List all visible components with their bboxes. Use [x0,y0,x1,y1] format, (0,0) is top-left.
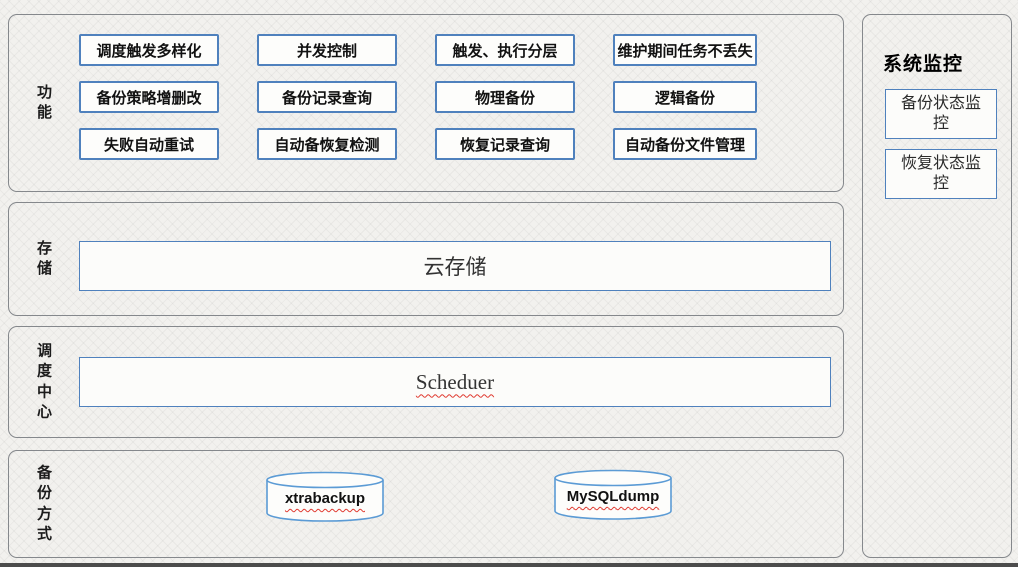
function-box: 并发控制 [257,34,397,66]
function-box: 自动备份文件管理 [613,128,757,160]
backup-status-monitor-box: 备份状态监控 [885,89,997,139]
monitoring-panel: 系统监控 备份状态监控 恢复状态监控 [862,14,1012,558]
database-cylinder-icon [554,469,672,520]
window-bottom-edge [0,563,1018,567]
function-box: 维护期间任务不丢失 [613,34,757,66]
cloud-storage-node: 云存储 [79,241,831,291]
restore-status-monitor-box: 恢复状态监控 [885,149,997,199]
xtrabackup-label: xtrabackup [284,490,366,507]
function-box: 触发、执行分层 [435,34,575,66]
mysqldump-cylinder: MySQLdump [552,469,674,521]
xtrabackup-cylinder: xtrabackup [264,471,386,523]
function-box: 逻辑备份 [613,81,757,113]
functions-section: 功能 调度触发多样化 并发控制 触发、执行分层 维护期间任务不丢失 备份策略增删… [8,14,844,192]
database-cylinder-icon [266,471,384,522]
storage-section: 存储 云存储 [8,202,844,316]
function-box: 备份策略增删改 [79,81,219,113]
scheduler-section-label: 调度中心 [36,342,52,421]
function-box: 恢复记录查询 [435,128,575,160]
function-box: 物理备份 [435,81,575,113]
function-box: 失败自动重试 [79,128,219,160]
function-box: 调度触发多样化 [79,34,219,66]
cloud-storage-label: 云存储 [423,255,487,279]
scheduler-node: Scheduer [79,357,831,407]
storage-section-label: 存储 [36,239,52,277]
monitoring-title: 系统监控 [883,54,964,75]
backup-methods-section-label: 备份方式 [36,464,52,543]
scheduler-section: 调度中心 Scheduer [8,326,844,438]
function-box: 自动备恢复检测 [257,128,397,160]
function-box: 备份记录查询 [257,81,397,113]
functions-grid: 调度触发多样化 并发控制 触发、执行分层 维护期间任务不丢失 备份策略增删改 备… [79,34,757,160]
functions-section-label: 功能 [36,83,52,121]
backup-methods-section: 备份方式 xtrabackup MySQLdump [8,450,844,558]
scheduler-label: Scheduer [415,369,495,394]
mysqldump-label: MySQLdump [566,488,660,505]
